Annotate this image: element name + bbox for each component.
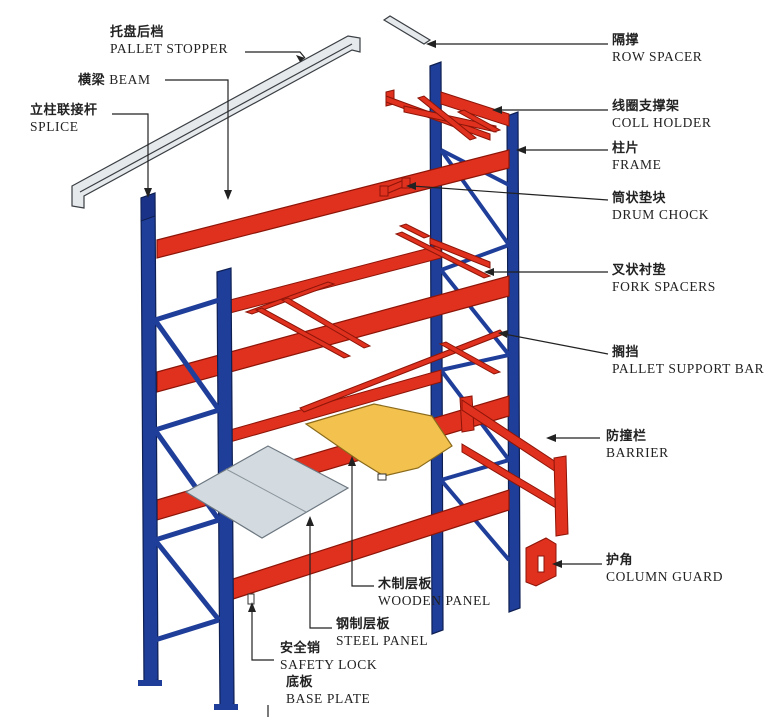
label-combined: 横梁 BEAM <box>78 72 151 89</box>
label-en: BARRIER <box>606 444 669 460</box>
label-fork-spacers: 叉状衬垫 FORK SPACERS <box>612 263 716 294</box>
label-cn: 隔撑 <box>612 33 640 48</box>
label-coll-holder: 线圈支撑架 COLL HOLDER <box>612 99 712 130</box>
label-cn: 钢制层板 <box>336 617 391 632</box>
drum-chock-shape <box>378 177 412 197</box>
label-frame: 柱片 FRAME <box>612 141 662 172</box>
label-barrier: 防撞栏 BARRIER <box>606 429 669 460</box>
barrier-shape <box>459 395 569 537</box>
label-base-plate: 底板 BASE PLATE <box>286 675 371 706</box>
splice-shape <box>140 192 156 222</box>
base-plate-left <box>138 680 162 686</box>
label-cn: 线圈支撑架 <box>612 99 680 114</box>
label-cn: 底板 <box>286 675 314 690</box>
label-cn: 搁挡 <box>612 345 640 360</box>
pallet-support-bar <box>299 329 505 413</box>
beam-2 <box>156 275 510 393</box>
label-en: WOODEN PANEL <box>378 592 491 608</box>
label-cn: 安全销 <box>280 641 321 656</box>
beam-top-back <box>440 91 510 127</box>
steel-panel <box>184 445 350 539</box>
label-en: SPLICE <box>30 118 79 134</box>
label-beam: 横梁 BEAM <box>78 72 151 89</box>
front-column-left <box>140 192 159 685</box>
label-en: BEAM <box>109 72 151 87</box>
label-wooden-panel: 木制层板 WOODEN PANEL <box>378 577 491 608</box>
column-guard-shape <box>525 537 557 587</box>
label-en: FORK SPACERS <box>612 278 716 294</box>
label-en: PALLET SUPPORT BAR <box>612 360 765 376</box>
label-en: PALLET STOPPER <box>110 40 229 56</box>
label-cn: 叉状衬垫 <box>612 263 667 278</box>
label-pallet-support-bar: 搁挡 PALLET SUPPORT BAR <box>612 345 765 376</box>
label-en: DRUM CHOCK <box>612 206 710 222</box>
label-en: STEEL PANEL <box>336 632 429 648</box>
back-column-right <box>506 111 521 613</box>
label-en: BASE PLATE <box>286 690 371 706</box>
wooden-panel <box>304 403 453 477</box>
fork-spacers <box>244 223 492 359</box>
label-cn: 立柱联接杆 <box>30 103 98 118</box>
label-cn: 柱片 <box>612 141 640 156</box>
safety-lock-piece-2 <box>377 473 387 481</box>
back-column-left <box>429 61 444 635</box>
label-cn: 木制层板 <box>378 577 433 592</box>
leader-lines <box>112 43 609 717</box>
label-en: SAFETY LOCK <box>280 656 378 672</box>
label-en: FRAME <box>612 156 662 172</box>
label-row-spacer: 隔撑 ROW SPACER <box>612 33 703 64</box>
back-frame <box>429 61 521 635</box>
front-frame <box>138 192 238 710</box>
label-steel-panel: 钢制层板 STEEL PANEL <box>336 617 429 648</box>
label-cn: 护角 <box>606 553 634 568</box>
label-cn: 横梁 <box>78 73 106 88</box>
label-drum-chock: 筒状垫块 DRUM CHOCK <box>612 191 710 222</box>
label-column-guard: 护角 COLUMN GUARD <box>606 553 724 584</box>
label-safety-lock: 安全销 SAFETY LOCK <box>280 641 378 672</box>
base-plate-right <box>214 704 238 710</box>
beam-top <box>156 149 510 259</box>
leader-arrows <box>144 40 562 612</box>
label-cn: 防撞栏 <box>606 429 647 444</box>
safety-lock-piece <box>247 593 255 605</box>
label-pallet-stopper: 托盘后档 PALLET STOPPER <box>110 25 229 56</box>
label-cn: 筒状垫块 <box>612 191 667 206</box>
label-en: ROW SPACER <box>612 48 703 64</box>
label-en: COLUMN GUARD <box>606 568 724 584</box>
label-cn: 托盘后档 <box>110 25 165 40</box>
coil-holder <box>385 89 502 141</box>
pallet-stopper-shape <box>71 35 361 209</box>
label-splice: 立柱联接杆 SPLICE <box>30 103 98 134</box>
row-spacer-shape <box>382 15 432 45</box>
front-frame-bracing <box>152 297 222 643</box>
label-en: COLL HOLDER <box>612 114 712 130</box>
